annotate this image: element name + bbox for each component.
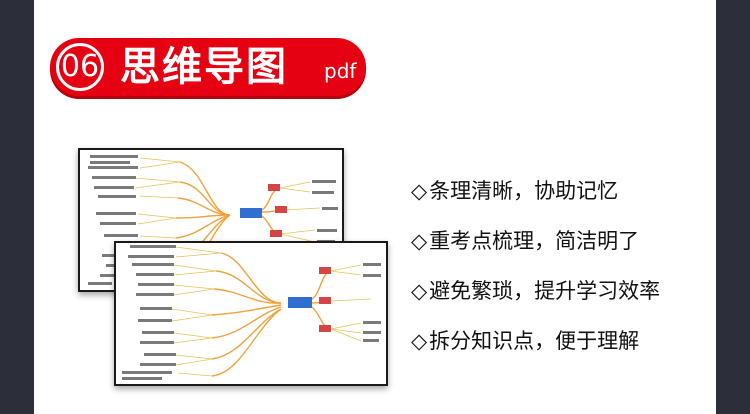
mindmap-image-2	[122, 245, 381, 380]
feature-text: 条理清晰，协助记忆	[429, 179, 619, 203]
feature-item: ◇避免繁琐，提升学习效率	[411, 276, 721, 326]
section-number-badge: 06	[56, 43, 104, 91]
frame-left-border	[0, 0, 34, 414]
diamond-bullet-icon: ◇	[411, 279, 428, 303]
mindmap-preview-2	[114, 241, 388, 386]
feature-text: 拆分知识点，便于理解	[429, 329, 640, 353]
section-title-banner: 06 思维导图 pdf	[50, 38, 366, 96]
feature-list: ◇条理清晰，协助记忆 ◇重考点梳理，简洁明了 ◇避免繁琐，提升学习效率 ◇拆分知…	[411, 176, 721, 376]
feature-text: 避免繁琐，提升学习效率	[429, 279, 661, 303]
feature-text: 重考点梳理，简洁明了	[429, 229, 640, 253]
diamond-bullet-icon: ◇	[411, 229, 428, 253]
section-title: 思维导图	[120, 44, 288, 90]
feature-item: ◇条理清晰，协助记忆	[411, 176, 721, 226]
feature-item: ◇重考点梳理，简洁明了	[411, 226, 721, 276]
feature-item: ◇拆分知识点，便于理解	[411, 326, 721, 376]
section-title-suffix: pdf	[324, 59, 357, 83]
diamond-bullet-icon: ◇	[411, 179, 428, 203]
diamond-bullet-icon: ◇	[411, 329, 428, 353]
frame-right-border	[716, 0, 750, 414]
